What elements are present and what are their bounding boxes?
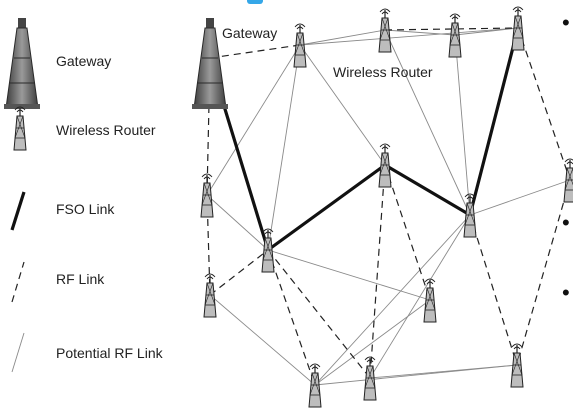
wireless-router-icon [423, 278, 437, 323]
potential-rf-link [209, 294, 316, 386]
legend: Gateway Wireless Router FSO Link RF Link… [3, 17, 164, 373]
legend-gateway-icon [3, 17, 41, 110]
fso-links-layer [208, 26, 520, 252]
wireless-router-icon [378, 143, 392, 188]
potential-rf-link [267, 44, 301, 251]
wireless-router-icon [378, 8, 392, 53]
fso-link [383, 163, 472, 217]
rf-link [209, 44, 301, 59]
wireless-router-icon [200, 173, 214, 218]
potential-rf-link [369, 214, 471, 379]
side-bullet: • [562, 210, 570, 235]
rf-link [206, 57, 211, 196]
potential-rf-link [299, 29, 386, 46]
potential-rf-link [314, 299, 431, 386]
potential-rf-link [384, 29, 471, 216]
side-bullet: • [562, 280, 570, 305]
potential-links-layer [206, 27, 571, 386]
rf-link [384, 164, 431, 301]
potential-rf-link [454, 34, 471, 216]
legend-potential-line [11, 332, 25, 373]
legend-fso-label: FSO Link [56, 201, 115, 217]
rf-link [267, 249, 371, 379]
rf-link [369, 164, 386, 379]
potential-rf-link [206, 44, 301, 196]
wireless-router-icon [448, 13, 462, 58]
legend-router-icon [13, 106, 27, 151]
potential-rf-link [384, 29, 456, 36]
legend-router-label: Wireless Router [56, 122, 156, 138]
fso-link [266, 163, 387, 252]
router-node-label: Wireless Router [333, 64, 433, 80]
potential-rf-link [206, 194, 269, 251]
top-accent-bar [247, 0, 263, 4]
potential-rf-link [469, 179, 571, 216]
legend-potential-label: Potential RF Link [56, 345, 164, 361]
potential-rf-link [299, 27, 519, 46]
legend-fso-line [10, 191, 26, 231]
legend-rf-label: RF Link [56, 271, 105, 287]
wireless-router-icon [511, 6, 525, 51]
potential-rf-link [314, 214, 471, 386]
potential-rf-link [299, 44, 386, 166]
potential-rf-link [314, 364, 518, 386]
rf-link [516, 179, 571, 366]
rf-link [209, 249, 269, 296]
rf-link [517, 27, 571, 181]
wireless-router-icon [203, 273, 217, 318]
gateway-node-label: Gateway [222, 25, 277, 41]
potential-rf-link [267, 249, 431, 301]
wireless-router-icon [308, 363, 322, 408]
wireless-router-icon [510, 343, 524, 388]
rf-link [469, 214, 518, 366]
wireless-router-icon [363, 356, 377, 401]
wireless-router-icon [293, 23, 307, 68]
diagram-labels: Gateway Wireless Router [222, 25, 433, 80]
rf-links-layer [206, 27, 571, 386]
legend-rf-line [11, 261, 25, 303]
side-bullet: • [562, 10, 570, 35]
fso-link [468, 26, 520, 217]
legend-gateway-label: Gateway [56, 53, 111, 69]
